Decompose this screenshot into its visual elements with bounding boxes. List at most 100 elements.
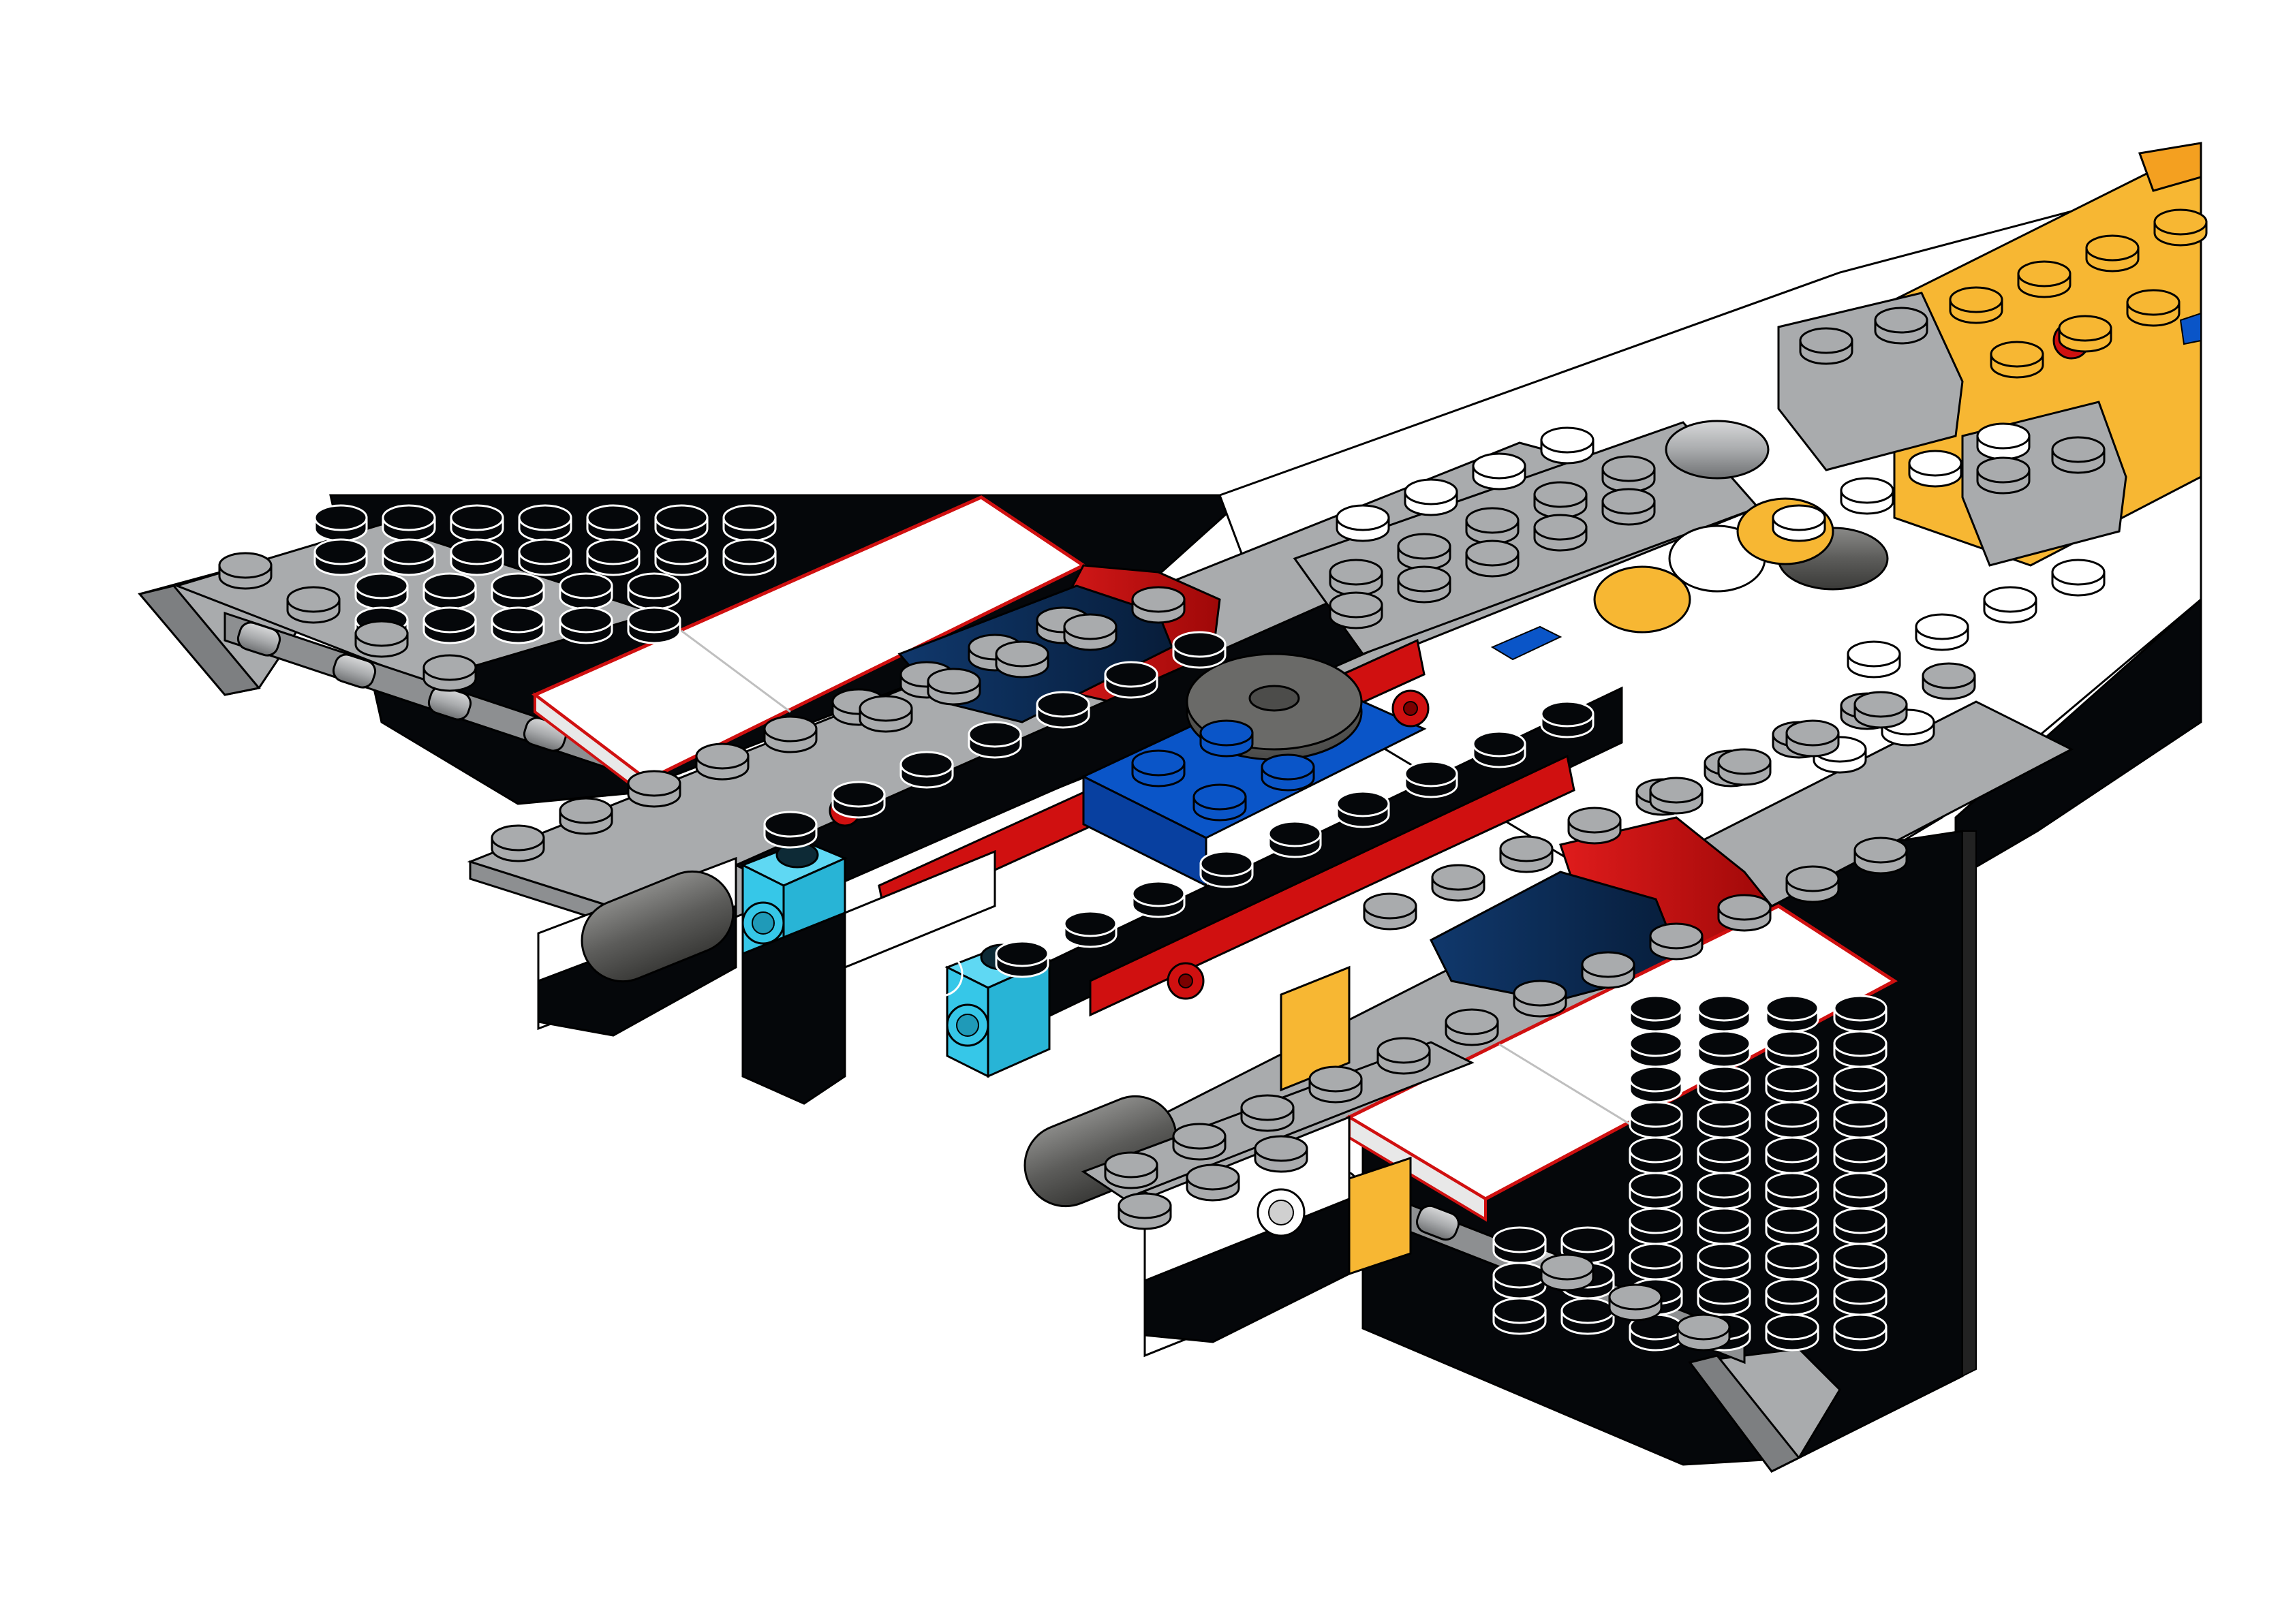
stud-icon — [1833, 1207, 1888, 1245]
stud-icon — [1840, 477, 1894, 515]
stud-icon — [1465, 540, 1520, 578]
stud-icon — [1629, 1172, 1683, 1210]
stud-icon — [518, 538, 572, 576]
stud-icon — [491, 572, 545, 610]
stud-icon — [995, 640, 1049, 678]
technic-holes — [856, 951, 964, 1025]
stud-icon — [586, 504, 641, 542]
stud-icon — [1765, 1207, 1819, 1245]
stud-icon — [518, 504, 572, 542]
stud-icon — [627, 770, 681, 808]
stud-icon — [927, 668, 981, 706]
stud-icon — [1063, 613, 1118, 651]
stud-icon — [654, 504, 709, 542]
stud-icon — [1629, 1065, 1683, 1104]
center-blue-plate-side — [1082, 775, 1207, 888]
stud-icon — [382, 504, 436, 542]
stud-icon — [1308, 1065, 1363, 1104]
stud-icon — [1063, 910, 1118, 948]
stud-icon — [1765, 1172, 1819, 1210]
stud-icon — [1833, 1065, 1888, 1104]
stud-icon — [218, 552, 273, 590]
stud-icon — [1833, 1243, 1888, 1281]
stud-icon — [382, 538, 436, 576]
stud-icon — [1697, 1030, 1751, 1068]
stud-icon — [1833, 1030, 1888, 1068]
stud-icon — [1976, 456, 2031, 495]
stud-icon — [763, 811, 818, 849]
right-wing-black-side — [1962, 830, 1977, 1377]
stud-icon — [450, 504, 504, 542]
center-black-technic-beam — [741, 911, 846, 1105]
stud-icon — [1492, 1297, 1547, 1335]
stud-icon — [586, 538, 641, 576]
stud-icon — [1267, 820, 1322, 858]
stud-icon — [722, 538, 777, 576]
stud-icon — [1601, 488, 1656, 526]
left-azure-technic-brick — [740, 840, 848, 976]
stud-icon — [1199, 719, 1254, 758]
stud-icon — [1949, 286, 2003, 324]
stud-icon — [1833, 1136, 1888, 1174]
stud-icon — [2085, 234, 2140, 272]
stud-icon — [1397, 565, 1451, 604]
stud-icon — [491, 824, 545, 862]
stud-icon — [1717, 748, 1772, 786]
stud-icon — [1922, 662, 1976, 700]
stud-icon — [1765, 1101, 1819, 1139]
stud-icon — [1397, 533, 1451, 571]
stud-icon — [559, 606, 613, 644]
stud-icon — [1629, 1207, 1683, 1245]
stud-icon — [422, 572, 477, 610]
stud-icon — [1629, 1313, 1683, 1352]
stud-icon — [1629, 1101, 1683, 1139]
stud-icon — [1172, 631, 1227, 669]
stud-icon — [1261, 753, 1315, 792]
stud-icon — [1533, 481, 1588, 519]
left-dark-gray-cylinder — [581, 870, 735, 983]
stud-icon — [1785, 865, 1840, 903]
stud-icon — [1765, 1278, 1819, 1316]
stud-icon — [2153, 208, 2208, 247]
stud-icon — [1036, 691, 1090, 729]
stud-icon — [1772, 504, 1826, 542]
axle-hole-icon — [741, 901, 785, 945]
stud-icon — [1629, 995, 1683, 1033]
stud-icon — [1697, 1101, 1751, 1139]
stud-icon — [1329, 591, 1383, 629]
stud-icon — [422, 654, 477, 692]
stud-icon — [1697, 1065, 1751, 1104]
stud-icon — [1492, 1262, 1547, 1300]
stud-icon — [1431, 864, 1485, 902]
stud-icon — [1131, 749, 1186, 787]
stud-icon — [1404, 760, 1458, 798]
stud-icon — [1472, 452, 1526, 490]
stud-icon — [1908, 450, 1962, 488]
stud-icon — [1465, 507, 1520, 545]
stud-icon — [2126, 289, 2181, 327]
stud-icon — [1697, 1136, 1751, 1174]
stud-icon — [1472, 730, 1526, 768]
stud-icon — [2017, 260, 2071, 298]
stud-icon-group — [218, 208, 2208, 1352]
stud-icon — [286, 586, 341, 624]
right-wingtip-slope-face — [1688, 1354, 1801, 1473]
stud-icon — [1186, 1164, 1240, 1202]
stud-icon — [1104, 1151, 1158, 1189]
stud-icon — [1676, 1313, 1731, 1352]
stud-icon — [1697, 1243, 1751, 1281]
center-yellow-inset — [1280, 965, 1351, 1092]
stud-icon — [1765, 1243, 1819, 1281]
stud-icon — [763, 715, 818, 753]
left-wing-pins — [236, 621, 568, 752]
stud-icon — [831, 781, 886, 819]
stud-icon — [1765, 1313, 1819, 1352]
stud-icon — [1499, 835, 1554, 873]
stud-icon — [1697, 1207, 1751, 1245]
stud-icon — [1697, 1172, 1751, 1210]
stud-icon — [491, 606, 545, 644]
stud-icon — [2051, 436, 2106, 474]
stud-icon — [1765, 1065, 1819, 1104]
stud-icon — [2051, 559, 2106, 597]
stud-icon — [1853, 691, 1908, 729]
